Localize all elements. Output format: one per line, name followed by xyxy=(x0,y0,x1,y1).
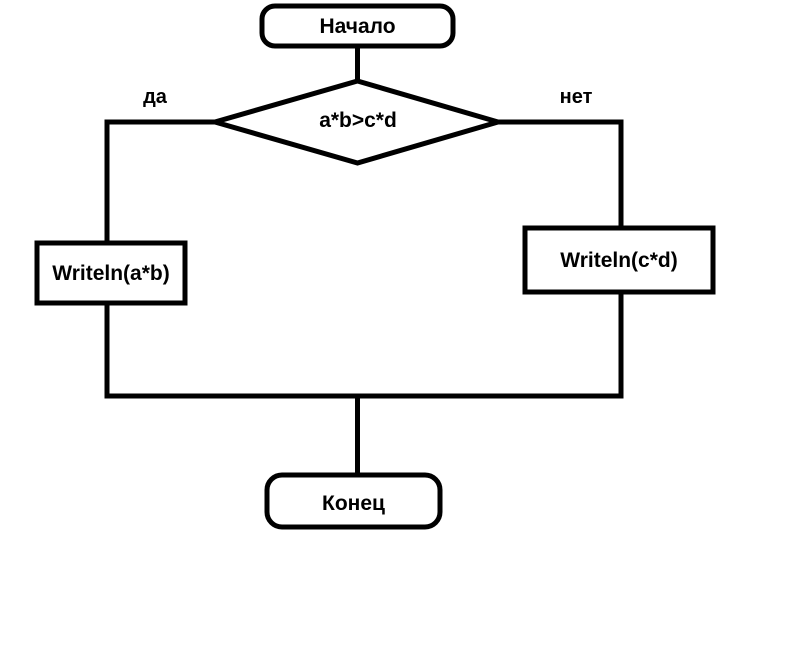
start-label: Начало xyxy=(319,15,395,38)
decision-shape xyxy=(205,78,507,166)
branch-label-no: нет xyxy=(560,86,593,108)
edge-branches-and-merge xyxy=(104,119,624,399)
process-no-label: Writeln(c*d) xyxy=(560,249,677,272)
end-terminator-shape xyxy=(264,472,443,530)
process-yes-shape xyxy=(34,240,188,306)
decision-label: a*b>c*d xyxy=(319,109,397,132)
process-no-shape xyxy=(522,225,716,295)
process-yes-node: Writeln(a*b) xyxy=(34,240,188,306)
process-no-node: Writeln(c*d) xyxy=(522,225,716,295)
start-terminator-shape xyxy=(259,3,456,49)
end-terminator: Конец xyxy=(264,472,443,530)
end-label: Конец xyxy=(322,492,385,515)
process-yes-label: Writeln(a*b) xyxy=(52,262,169,285)
start-terminator: Начало xyxy=(259,3,456,49)
decision-node: a*b>c*d xyxy=(205,78,507,166)
branch-label-yes: да xyxy=(143,86,168,108)
